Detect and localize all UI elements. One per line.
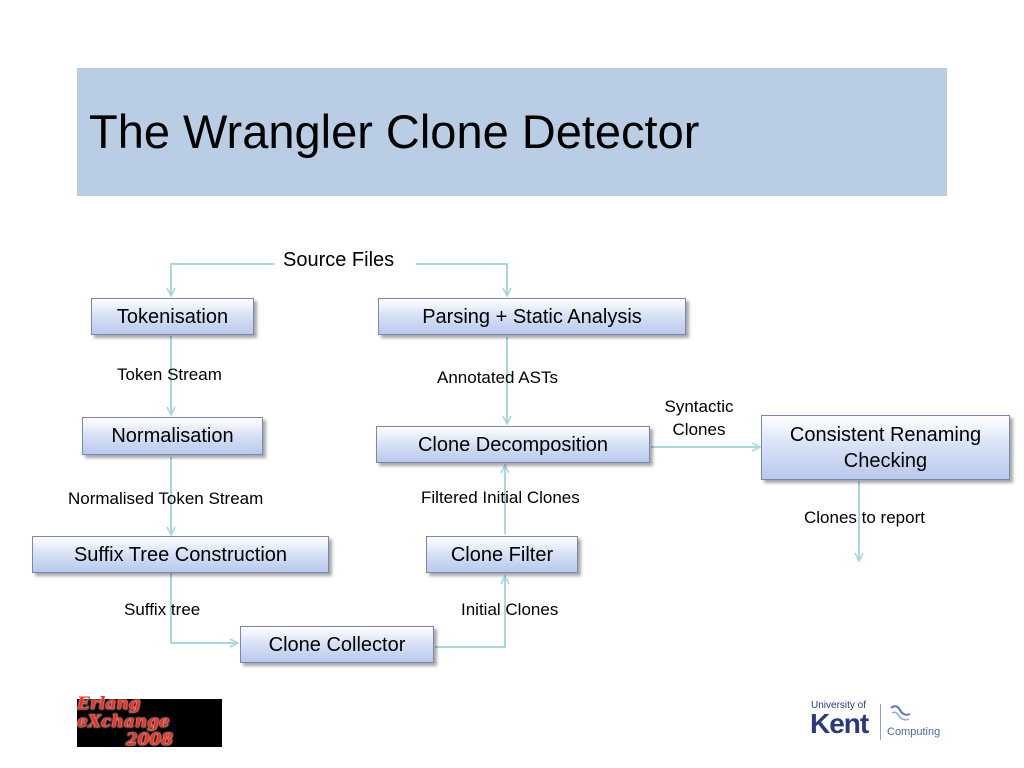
- page-title: The Wrangler Clone Detector: [89, 105, 700, 158]
- erlang-logo-line2: 2008: [125, 729, 174, 750]
- node-consistent-renaming-line1: Consistent Renaming: [789, 423, 982, 446]
- node-suffix-tree-construction: Suffix Tree Construction: [32, 536, 329, 573]
- kent-computing-mark-icon: [890, 705, 911, 721]
- label-clones-to-report: Clones to report: [804, 508, 925, 527]
- label-normalised-token-stream: Normalised Token Stream: [68, 489, 264, 508]
- kent-logo-department: Computing: [887, 726, 941, 738]
- edge-collector-to-filter: [435, 576, 505, 648]
- edge-source-to-tokenisation: [171, 263, 274, 296]
- erlang-exchange-logo: Erlang eXchange 2008: [77, 694, 222, 750]
- node-clone-filter: Clone Filter: [426, 536, 578, 573]
- node-clone-collector: Clone Collector: [240, 626, 434, 663]
- node-clone-decomposition-label: Clone Decomposition: [417, 433, 609, 456]
- node-consistent-renaming-line2: Checking: [843, 449, 928, 472]
- node-consistent-renaming-checking: Consistent Renaming Checking: [761, 415, 1010, 480]
- node-parsing-static-analysis: Parsing + Static Analysis: [378, 298, 686, 335]
- label-filtered-initial-clones: Filtered Initial Clones: [421, 488, 580, 507]
- node-tokenisation: Tokenisation: [91, 298, 254, 335]
- label-initial-clones: Initial Clones: [461, 600, 559, 619]
- label-source-files: Source Files: [283, 249, 395, 271]
- label-syntactic-line1: Syntactic: [664, 397, 734, 416]
- label-suffix-tree: Suffix tree: [124, 600, 201, 619]
- title-banner: The Wrangler Clone Detector: [77, 68, 947, 196]
- kent-logo-university-of: University of: [811, 700, 867, 711]
- label-annotated-asts: Annotated ASTs: [437, 368, 558, 387]
- university-of-kent-logo: University of Kent Computing: [808, 700, 948, 744]
- edge-suffix-tree-to-collector: [170, 573, 238, 643]
- label-syntactic-line2: Clones: [672, 419, 726, 439]
- label-token-stream: Token Stream: [117, 365, 222, 384]
- node-normalisation: Normalisation: [82, 417, 263, 455]
- kent-logo-name: Kent: [810, 708, 869, 739]
- kent-logo-divider: [880, 704, 881, 740]
- node-clone-decomposition: Clone Decomposition: [376, 426, 650, 463]
- edge-source-to-parsing: [416, 263, 507, 296]
- erlang-logo-line1: Erlang eXchange: [77, 694, 170, 733]
- label-syntactic-clones: Syntactic Clones: [652, 396, 746, 442]
